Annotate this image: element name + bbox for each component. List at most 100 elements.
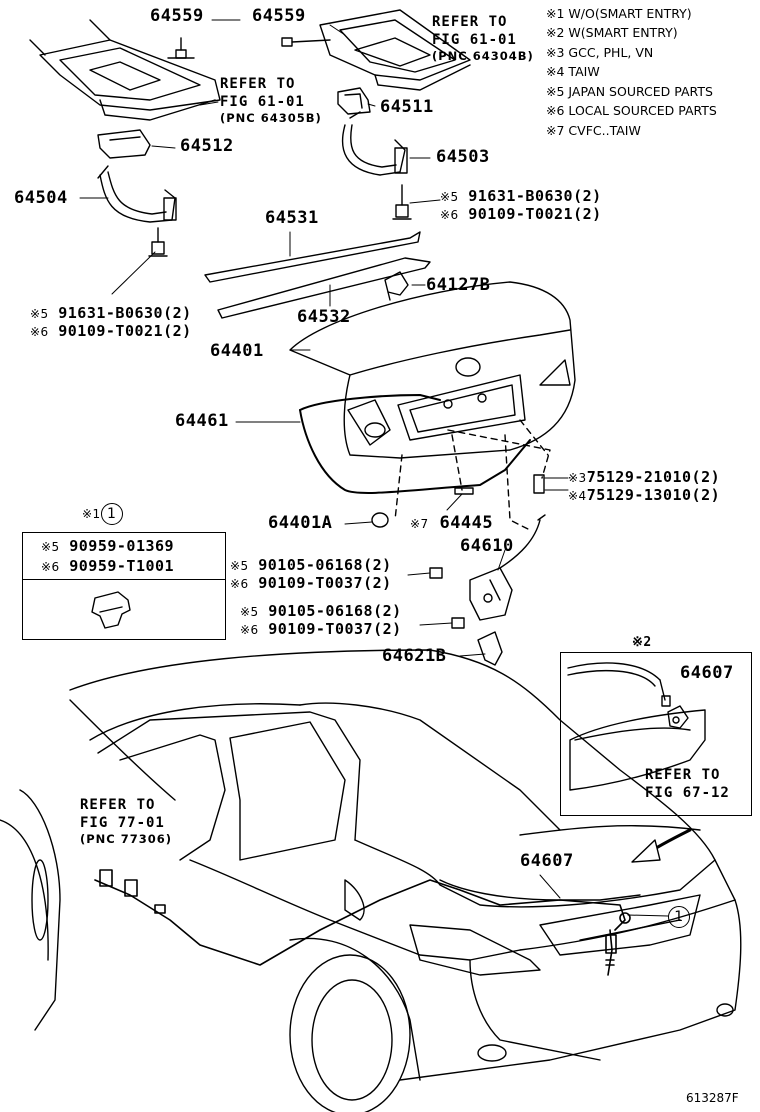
striker-64621B [477,631,503,666]
spec-lock-2a[interactable]: ※5 90105-06168(2) [240,604,402,619]
figure-id: 613287F [686,1091,739,1105]
mark-5: ※5 [41,540,60,554]
spec-right-2[interactable]: ※6 90109-T0021(2) [440,207,602,222]
part-label-64401A[interactable]: 64401A [268,513,333,533]
mark-5: ※5 [440,190,459,204]
inset-mark: ※2 [632,635,652,650]
note-7: ※7 CVFC..TAIW [546,123,641,138]
part-label-64531[interactable]: 64531 [265,208,319,228]
part-label-64512[interactable]: 64512 [180,136,234,156]
clip-64445 [454,487,474,495]
mark-1: ※1 [82,507,101,521]
mark-7: ※7 [410,517,429,531]
spec-value: 91631-B0630(2) [58,304,192,322]
part-label-64445[interactable]: ※7 64445 [410,515,493,532]
legend-box: ※5 90959-01369 ※6 90959-T1001 [22,532,226,640]
mark-6: ※6 [30,325,49,339]
note-2: ※2 W(SMART ENTRY) [546,25,678,40]
part-label-64461[interactable]: 64461 [175,411,229,431]
legend-divider [23,579,225,580]
part-label-64610[interactable]: 64610 [460,536,514,556]
part-label-64532[interactable]: 64532 [297,307,351,327]
leader-dashes [394,419,551,531]
spec-lock-1a[interactable]: ※5 90105-06168(2) [230,558,392,573]
legend-value: 90959-01369 [69,537,175,555]
mark-5: ※5 [30,307,49,321]
spec-value: 90109-T0037(2) [268,620,402,638]
spec-value: 90109-T0021(2) [58,322,192,340]
mark-5: ※5 [240,605,259,619]
mark-6: ※6 [41,560,60,574]
part-label-64559-left[interactable]: 64559 [150,6,204,26]
circle-1-marker: 1 [668,906,690,928]
mark-6: ※6 [240,623,259,637]
hinge-arm-64504 [97,165,177,223]
part-label-64607-car[interactable]: 64607 [520,851,574,871]
spec-lock-2b[interactable]: ※6 90109-T0037(2) [240,622,402,637]
note-6: ※6 LOCAL SOURCED PARTS [546,103,717,118]
circle-1-callout[interactable]: 1 [668,906,690,928]
bumper-64401A [371,512,389,528]
bolt-64559-left [167,37,195,59]
legend-box-clip-icon [91,591,131,629]
car-body [0,649,742,1112]
hinge-mount-right [319,9,471,91]
clip-64127B [384,271,409,301]
mark-6: ※6 [440,208,459,222]
part-label-64607-inset[interactable]: 64607 [680,663,734,683]
part-label-64127B[interactable]: 64127B [426,275,491,295]
bolt-64559-right [281,37,331,47]
hinge-64511 [337,87,371,115]
spec-right-1[interactable]: ※5 91631-B0630(2) [440,189,602,204]
weatherstrip-64531 [204,231,421,283]
circle-1-marker: 1 [100,503,123,525]
clip-75129 [533,474,545,494]
spec-value: 90109-T0037(2) [258,574,392,592]
hinge-bolt-right [392,184,412,220]
weatherstrip-64461 [299,394,531,494]
hinge-bolt-left [148,227,168,257]
weatherstrip-64532 [217,257,431,319]
spec-clip-3[interactable]: ※375129-21010(2) [568,470,720,485]
hinge-mount-left [29,19,221,121]
legend-row-2[interactable]: ※6 90959-T1001 [41,559,174,574]
part-label-64401[interactable]: 64401 [210,341,264,361]
spec-left-2[interactable]: ※6 90109-T0021(2) [30,324,192,339]
part-label-64504[interactable]: 64504 [14,188,68,208]
spec-value: 90109-T0021(2) [468,205,602,223]
spec-value: 75129-21010(2) [586,468,721,486]
note-4: ※4 TAIW [546,64,600,79]
part-number-64445: 64445 [439,513,494,533]
spec-value: 91631-B0630(2) [468,187,602,205]
spec-value: 75129-13010(2) [586,486,721,504]
part-label-64503[interactable]: 64503 [436,147,490,167]
spec-value: 90105-06168(2) [268,602,402,620]
spec-value: 90105-06168(2) [258,556,392,574]
mark-3: ※3 [568,471,587,485]
hinge-64512 [97,129,151,159]
trunk-lid-64401 [289,281,576,459]
mark-6: ※6 [230,577,249,591]
legend-row-1[interactable]: ※5 90959-01369 [41,539,174,554]
spec-clip-4[interactable]: ※475129-13010(2) [568,488,720,503]
legend-value: 90959-T1001 [69,557,175,575]
part-label-64511[interactable]: 64511 [380,97,434,117]
mark-5: ※5 [230,559,249,573]
part-label-64621B[interactable]: 64621B [382,646,447,666]
mark-4: ※4 [568,489,587,503]
spec-left-1[interactable]: ※5 91631-B0630(2) [30,306,192,321]
inset-diagram [567,662,706,791]
inset-box [560,652,752,816]
note-5: ※5 JAPAN SOURCED PARTS [546,84,713,99]
leader-lines [79,19,569,657]
part-label-64559-right[interactable]: 64559 [252,6,306,26]
opener-cable-64607 [94,869,669,976]
spec-lock-1b[interactable]: ※6 90109-T0037(2) [230,576,392,591]
